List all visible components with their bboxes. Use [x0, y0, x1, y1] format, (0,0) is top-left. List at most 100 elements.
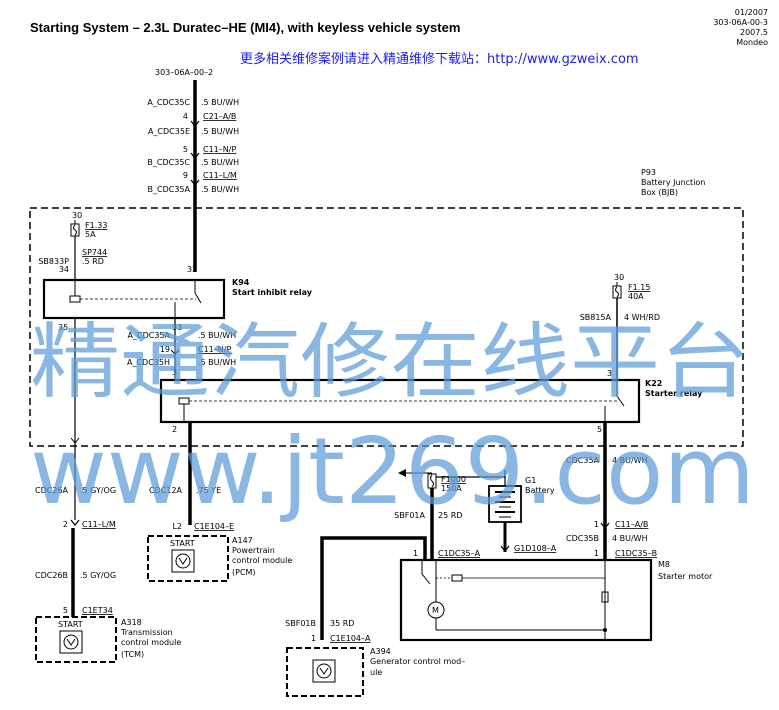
fuse-f115-rating: 40A	[628, 292, 644, 301]
f1000-name: F1000	[441, 475, 466, 484]
m8-motor-label: M	[432, 606, 439, 615]
a394-generator-icon	[316, 663, 332, 679]
k94-coil	[69, 295, 81, 303]
sbf01a-wire-label: 25 RD	[438, 511, 462, 520]
cdc35a-wire-label: 4 BU/WH	[612, 456, 648, 465]
header-model: Mondeo	[736, 38, 768, 47]
c1dc35a-connector: C1DC35–A	[438, 549, 481, 558]
f1000-arrow	[398, 469, 406, 477]
cdc26a-pin: 2	[63, 520, 68, 529]
k94-name: Start inhibit relay	[232, 288, 313, 297]
c11ab-connector: C11–A/B	[615, 520, 648, 529]
m8-starter-box	[399, 558, 653, 642]
sbf01b-pin: 1	[311, 634, 316, 643]
label-a-cdc35e-wire: .5 BU/WH	[201, 127, 239, 136]
k22-relay-box	[159, 378, 641, 424]
a318-line3: (TCM)	[121, 650, 144, 659]
sb815a-wire-label: 4 WH/RD	[624, 313, 660, 322]
promo-banner[interactable]: 更多相关维修案例请进入精通维修下载站：http://www.gzweix.com	[240, 51, 639, 67]
m8-id: M8	[658, 560, 670, 569]
g1-id: G1	[525, 476, 536, 485]
sp744-name: SP744	[82, 248, 107, 257]
watermark-line1: 精通汽修在线平台	[30, 315, 750, 410]
sbf01a-label: SBF01A	[394, 511, 425, 520]
c1dc35b-connector: C1DC35–B	[615, 549, 657, 558]
inner-a-cdc35a-wire: .5 BU/WH	[198, 331, 236, 340]
top-feed-ref: 303–06A–00–2	[155, 68, 213, 77]
bjb-box	[29, 207, 744, 447]
label-b-cdc35a-wire: .5 BU/WH	[201, 185, 239, 194]
sp744-wire-label: .5 RD	[82, 257, 104, 266]
label-b-cdc35a: B_CDC35A	[148, 185, 191, 194]
a147-pcm-box	[147, 535, 229, 582]
c1et34-connector: C1ET34	[82, 606, 113, 615]
k22-pin-top: 3	[607, 369, 612, 378]
cdc12a-pin: L2	[172, 522, 182, 531]
top-feed-connector-marks	[190, 120, 200, 186]
cdc35a-label: CDC35A	[566, 456, 600, 465]
cdc12a-wire-label: .75 YE	[196, 486, 221, 495]
pin-4: 4	[183, 112, 188, 121]
cdc26b-wire-label: .5 GY/OG	[80, 571, 116, 580]
a394-box	[286, 647, 364, 697]
diagram-title: Starting System – 2.3L Duratec–HE (MI4),…	[30, 20, 460, 35]
m8-solenoid-switch	[421, 573, 431, 585]
cdc26a-connector: C11–L/M	[82, 520, 116, 529]
label-b-cdc35c: B_CDC35C	[147, 158, 190, 167]
pin-5-top: 5	[183, 145, 188, 154]
connector-c11-lm-top: C11–L/M	[203, 171, 237, 180]
a318-line1: Transmission	[120, 628, 173, 637]
label-a-cdc35e: A_CDC35E	[148, 127, 190, 136]
header-version: 2007.5	[740, 28, 768, 37]
a318-start: START	[58, 620, 83, 629]
a147-start: START	[170, 539, 195, 548]
a394-line1: Generator control mod–	[370, 657, 465, 666]
label-a-cdc35c-wire: .5 BU/WH	[201, 98, 239, 107]
k94-pin-top: 32	[187, 265, 197, 274]
a394-id: A394	[370, 647, 391, 656]
cdc35b-label: CDC35B	[566, 534, 599, 543]
pin-9: 9	[183, 171, 188, 180]
pin-34: 34	[59, 265, 69, 274]
c11ab-pin: 1	[594, 520, 599, 529]
fuse-f115-name: F1.15	[628, 283, 650, 292]
f1000-rating: 150A	[441, 484, 462, 493]
bjb-name-line2: Box (BJB)	[641, 188, 678, 197]
g1-name: Battery	[525, 486, 555, 495]
cdc12a-label: CDC12A	[149, 486, 183, 495]
cdc35b-pin: 1	[594, 549, 599, 558]
label-a-cdc35c: A_CDC35C	[147, 98, 190, 107]
k22-switch	[616, 395, 625, 407]
a318-id: A318	[121, 618, 142, 627]
bjb-name-line1: Battery Junction	[641, 178, 705, 187]
a147-id: A147	[232, 536, 253, 545]
inner-c11-np: C11–N/P	[198, 345, 231, 354]
k94-switch	[194, 292, 202, 304]
watermark-line2: www.jt269.com	[30, 418, 755, 525]
connector-c11-np-top: C11–N/P	[203, 145, 236, 154]
sb833p-label: SB833P	[38, 257, 69, 266]
fuse-f133-name: F1.33	[85, 221, 107, 230]
inner-a-cdc35a: A_CDC35A	[128, 331, 171, 340]
inner-a-cdc35h-wire: .5 BU/WH	[198, 358, 236, 367]
fuse-f115-pin: 30	[614, 273, 624, 282]
inner-a-cdc35h: A_CDC35H	[127, 358, 170, 367]
sbf01b-label: SBF01B	[285, 619, 316, 628]
m8-name: Starter motor	[658, 572, 713, 581]
g1d108-connector: G1D108–A	[514, 544, 557, 553]
c1e104e-connector: C1E104–E	[194, 522, 234, 531]
header-date: 01/2007	[735, 8, 768, 17]
sb815a-label: SB815A	[580, 313, 612, 322]
sbf01b-wire-label: 35 RD	[330, 619, 354, 628]
sbf01b-wire	[320, 536, 427, 640]
c1e104a-connector: C1E104–A	[330, 634, 371, 643]
inner-pin-19: 19	[160, 345, 170, 354]
cdc26a-wire-label: .5 GY/OG	[80, 486, 116, 495]
k22-pin-left: 2	[172, 425, 177, 434]
a318-tcm-box	[35, 616, 117, 663]
k22-name: Starter relay	[645, 389, 703, 398]
k94-id: K94	[232, 278, 250, 287]
k94-relay-box	[42, 278, 226, 320]
inner-pin-3: 3	[172, 368, 177, 377]
